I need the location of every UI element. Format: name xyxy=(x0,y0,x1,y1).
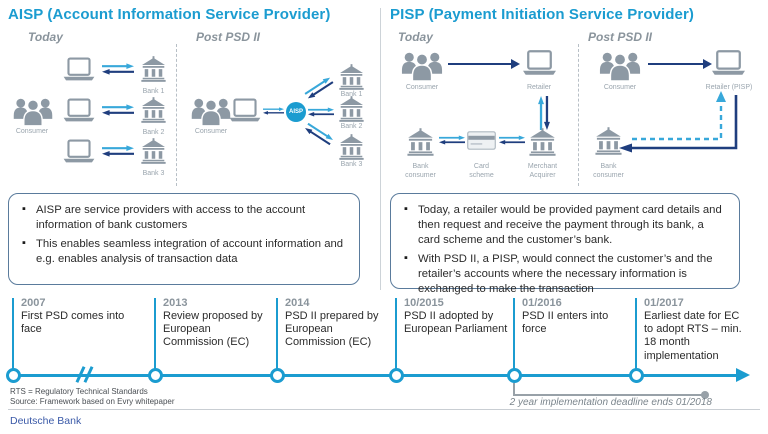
milestone-text: PSD II prepared by European Commission (… xyxy=(285,310,379,349)
consumer-group-icon xyxy=(12,96,54,126)
milestone-date: 2014 xyxy=(285,297,310,309)
bank-icon xyxy=(338,64,365,90)
consumer-label: Consumer xyxy=(405,84,439,91)
timeline-tick xyxy=(154,298,156,376)
timeline-node xyxy=(629,368,644,383)
consumer-group-icon xyxy=(598,50,642,81)
arrow-pair-icon xyxy=(102,104,134,116)
aisp-bullet: AISP are service providers with access t… xyxy=(21,202,347,233)
bank-label: Bank 2 xyxy=(340,123,363,130)
aisp-today-post-divider xyxy=(176,44,177,186)
arrow-pair-icon xyxy=(439,134,465,146)
timeline-tick xyxy=(635,298,637,376)
aisp-today-label: Today xyxy=(28,30,63,44)
deadline-bracket xyxy=(513,394,706,396)
milestone-date: 2007 xyxy=(21,297,46,309)
aisp-bullet: This enables seamless integration of acc… xyxy=(21,236,347,267)
footer-divider xyxy=(8,409,760,410)
arrow-pair-icon xyxy=(538,96,550,130)
footnote-rts: RTS = Regulatory Technical Standards xyxy=(10,387,148,396)
pisp-bullet: Today, a retailer would be provided paym… xyxy=(403,202,727,248)
pisp-connection-arrows xyxy=(619,91,738,153)
bank-icon xyxy=(140,138,167,164)
bank-icon xyxy=(338,96,365,122)
aisp-info-box: AISP are service providers with access t… xyxy=(8,193,360,285)
pisp-today-label: Today xyxy=(398,30,433,44)
bank-icon xyxy=(406,128,435,156)
laptop-icon xyxy=(62,139,96,164)
card-icon xyxy=(467,131,496,150)
footnote-source: Source: Framework based on Evry whitepap… xyxy=(10,397,175,406)
timeline-node xyxy=(270,368,285,383)
bank-icon xyxy=(338,134,365,160)
timeline-arrowhead-icon xyxy=(736,368,750,382)
bank-consumer-label: Bank consumer xyxy=(593,163,624,179)
bank-icon xyxy=(594,127,623,155)
bank-icon xyxy=(140,56,167,82)
deadline-note: 2 year implementation deadline ends 01/2… xyxy=(509,397,712,408)
consumer-group-icon xyxy=(400,50,444,81)
bank-label: Bank 3 xyxy=(340,161,363,168)
timeline-node xyxy=(389,368,404,383)
timeline-axis xyxy=(13,374,738,377)
pisp-info-box: Today, a retailer would be provided paym… xyxy=(390,193,740,295)
arrow-pair-icon xyxy=(102,145,134,157)
milestone-date: 2013 xyxy=(163,297,188,309)
laptop-icon xyxy=(62,98,96,123)
milestone-text: Review proposed by European Commission (… xyxy=(163,310,263,349)
laptop-icon xyxy=(521,50,558,76)
deutsche-bank-logo: Deutsche Bank xyxy=(10,415,82,427)
bank-consumer-label: Bank consumer xyxy=(405,163,436,179)
arrow-pair-icon xyxy=(263,105,284,117)
bank-label: Bank 1 xyxy=(340,91,363,98)
deadline-bracket-dot xyxy=(701,391,709,399)
arrow-pair-icon xyxy=(499,134,525,146)
retailer-pisp-label: Retailer (PISP) xyxy=(705,84,753,91)
laptop-icon xyxy=(228,98,262,123)
timeline-node xyxy=(148,368,163,383)
bank-icon xyxy=(140,97,167,123)
bank-label: Bank 1 xyxy=(142,88,165,95)
milestone-text: PSD II enters into force xyxy=(522,310,609,336)
timeline-tick xyxy=(276,298,278,376)
consumer-label: Consumer xyxy=(603,84,637,91)
arrow-pair-icon xyxy=(102,63,134,75)
aisp-heading: AISP (Account Information Service Provid… xyxy=(8,6,331,23)
consumer-label: Consumer xyxy=(194,128,228,135)
milestone-text: Earliest date for EC to adopt RTS – min.… xyxy=(644,310,742,362)
milestone-text: PSD II adopted by European Parliament xyxy=(404,310,508,336)
pisp-bullet: With PSD II, a PISP, would connect the c… xyxy=(403,251,727,297)
laptop-icon xyxy=(710,50,747,76)
milestone-date: 01/2016 xyxy=(522,297,562,309)
aisp-node-icon: AISP xyxy=(286,102,306,122)
card-scheme-label: Card scheme xyxy=(469,163,494,179)
timeline-tick xyxy=(395,298,397,376)
consumer-group-icon xyxy=(190,96,232,126)
pisp-today-post-divider xyxy=(578,44,579,186)
timeline-node xyxy=(6,368,21,383)
pisp-post-label: Post PSD II xyxy=(588,30,653,44)
bank-label: Bank 2 xyxy=(142,129,165,136)
timeline-node xyxy=(507,368,522,383)
consumer-label: Consumer xyxy=(15,128,49,135)
aisp-post-label: Post PSD II xyxy=(196,30,261,44)
flow-arrow xyxy=(448,58,520,71)
flow-arrow xyxy=(648,58,712,71)
bank-label: Bank 3 xyxy=(142,170,165,177)
deadline-bracket xyxy=(513,383,515,396)
timeline-tick xyxy=(513,298,515,376)
milestone-date: 01/2017 xyxy=(644,297,684,309)
milestone-date: 10/2015 xyxy=(404,297,444,309)
timeline-tick xyxy=(12,298,14,376)
arrow-pair-icon xyxy=(308,106,334,118)
section-divider xyxy=(380,8,381,290)
bank-icon xyxy=(528,128,557,156)
merchant-acquirer-label: Merchant Acquirer xyxy=(527,163,558,179)
milestone-text: First PSD comes into face xyxy=(21,310,125,336)
pisp-heading: PISP (Payment Initiation Service Provide… xyxy=(390,6,695,23)
retailer-label: Retailer xyxy=(526,84,552,91)
laptop-icon xyxy=(62,57,96,82)
